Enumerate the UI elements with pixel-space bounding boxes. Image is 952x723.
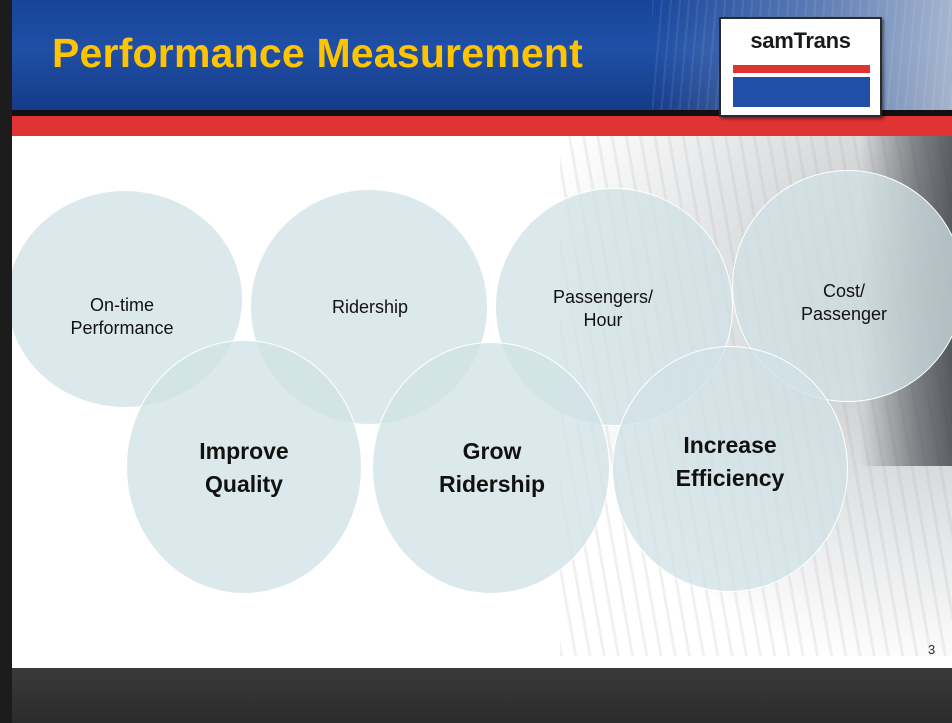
goal-label-improve-quality: Improve Quality: [199, 438, 289, 497]
slide-title: Performance Measurement: [52, 30, 583, 76]
metric-label-passengers-hour: Passengers/ Hour: [552, 287, 654, 330]
slide-frame-left: [0, 0, 12, 723]
goal-circle-improve-quality: [126, 340, 362, 594]
metric-label-on-time: On-time Performance: [70, 295, 174, 338]
goal-circle-grow-ridership: [372, 342, 610, 594]
logo-blue-bar: [733, 77, 870, 107]
goal-label-grow-ridership: Grow Ridership: [438, 438, 546, 497]
footer-bar: [0, 668, 952, 723]
metric-label-ridership: Ridership: [331, 296, 409, 317]
logo-wordmark: samTrans: [750, 28, 851, 53]
metric-label-cost-passenger: Cost/ Passenger: [800, 281, 888, 324]
header-dark-stripe: [0, 110, 952, 116]
logo-red-bar: [733, 65, 870, 73]
samtrans-logo: samTrans: [719, 17, 882, 117]
page-number: 3: [928, 642, 936, 657]
header-red-stripe: [0, 116, 952, 136]
goal-label-increase-efficiency: Increase Efficiency: [675, 432, 785, 491]
goal-circle-increase-efficiency: [612, 346, 848, 592]
